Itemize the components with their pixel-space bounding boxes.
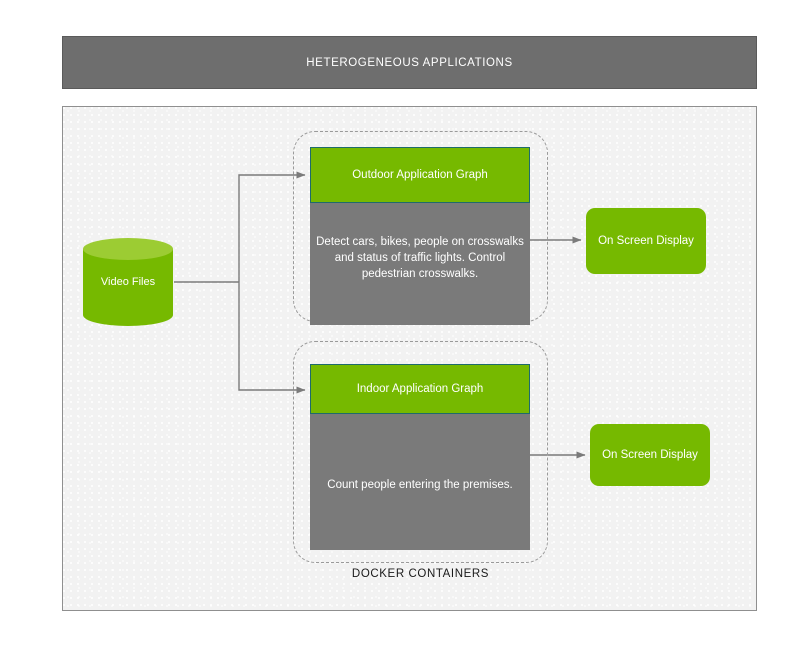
- outdoor-graph-body: Detect cars, bikes, people on crosswalks…: [310, 203, 530, 325]
- header-band: HETEROGENEOUS APPLICATIONS: [62, 36, 757, 89]
- cylinder-body: [83, 249, 173, 315]
- indoor-graph-header: Indoor Application Graph: [310, 364, 530, 414]
- outdoor-graph-description: Detect cars, bikes, people on crosswalks…: [316, 236, 524, 280]
- video-files-label: Video Files: [100, 276, 156, 288]
- outdoor-graph-header: Outdoor Application Graph: [310, 147, 530, 203]
- outdoor-graph-title: Outdoor Application Graph: [352, 169, 488, 181]
- indoor-graph-body: Count people entering the premises.: [310, 414, 530, 550]
- outdoor-application-graph[interactable]: Outdoor Application Graph Detect cars, b…: [310, 147, 530, 325]
- cylinder-top-ellipse: [83, 238, 173, 260]
- header-title: HETEROGENEOUS APPLICATIONS: [306, 56, 513, 69]
- indoor-application-graph[interactable]: Indoor Application Graph Count people en…: [310, 364, 530, 550]
- on-screen-display-indoor[interactable]: On Screen Display: [590, 424, 710, 486]
- indoor-graph-title: Indoor Application Graph: [356, 383, 484, 395]
- video-files-cylinder[interactable]: Video Files: [83, 238, 173, 326]
- docker-container-indoor: [293, 341, 548, 563]
- indoor-graph-description: Count people entering the premises.: [327, 479, 513, 491]
- on-screen-display-outdoor[interactable]: On Screen Display: [586, 208, 706, 274]
- docker-containers-label: DOCKER CONTAINERS: [351, 568, 490, 580]
